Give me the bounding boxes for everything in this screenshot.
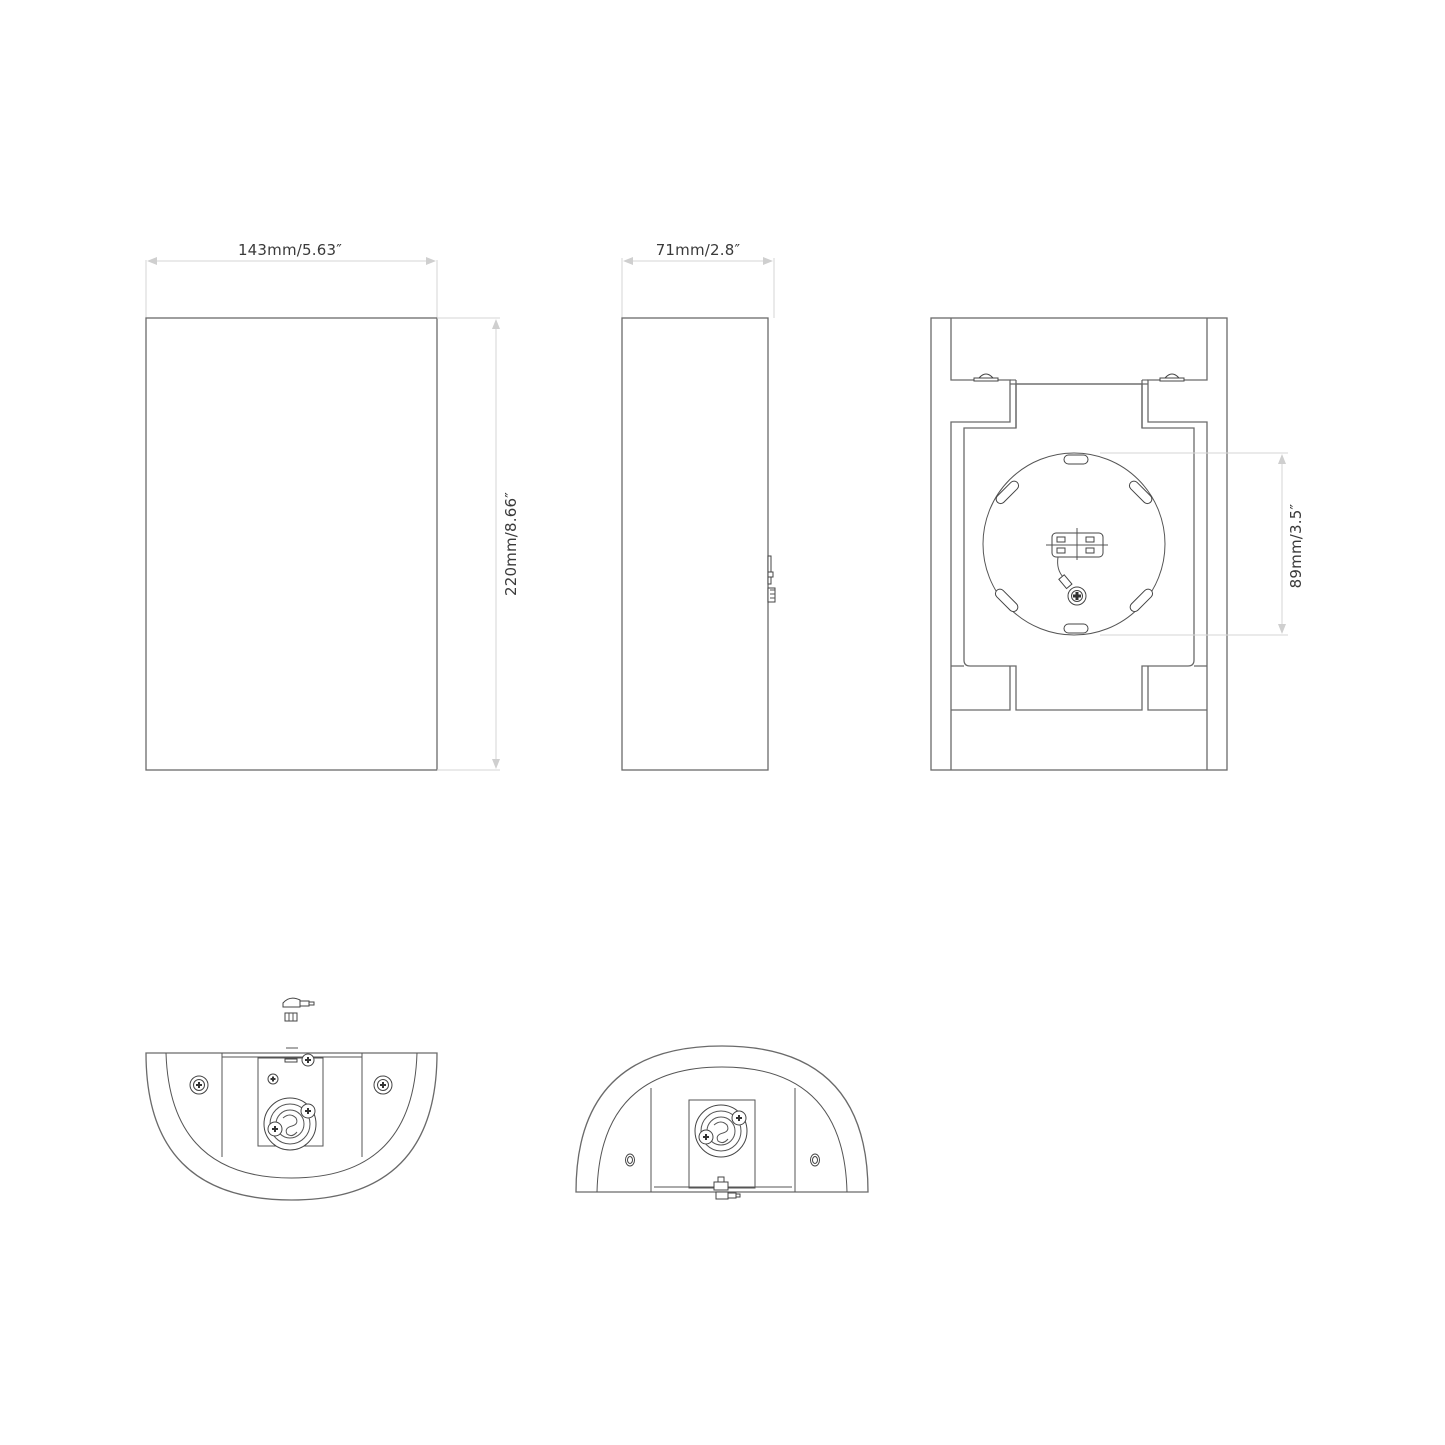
bottom-gland-screw [301, 1053, 315, 1067]
top-hole-right [810, 1153, 820, 1167]
top-cable-gland [713, 1176, 741, 1200]
front-width-dimension: 143mm/5.63″ [145, 241, 438, 318]
front-body-outline [145, 317, 438, 771]
top-hole-left [625, 1153, 635, 1167]
bottom-screw-right [373, 1075, 393, 1095]
bottom-lamp-holder [263, 1097, 317, 1151]
back-view: 89mm/3.5″ [930, 317, 1305, 771]
mounting-disc [982, 452, 1166, 636]
top-lamp-holder [694, 1104, 748, 1158]
back-mount-label: 89mm/3.5″ [1287, 503, 1305, 588]
bottom-view [145, 997, 438, 1201]
bottom-screw-left [189, 1075, 209, 1095]
bottom-bracket-screw [267, 1073, 279, 1085]
side-cable-gland [767, 555, 776, 603]
side-depth-label: 71mm/2.8″ [656, 241, 741, 259]
side-body-outline [621, 317, 769, 771]
back-top-screw-left [973, 373, 999, 382]
top-view [575, 1045, 869, 1200]
front-view: 143mm/5.63″ 220mm/8.66″ [145, 241, 520, 771]
back-mount-dimension: 89mm/3.5″ [1100, 452, 1305, 636]
bottom-loose-gland [282, 997, 315, 1022]
back-top-screw-right [1159, 373, 1185, 382]
front-height-dimension: 220mm/8.66″ [437, 317, 520, 771]
side-view: 71mm/2.8″ [621, 241, 776, 771]
front-width-label: 143mm/5.63″ [238, 241, 342, 259]
front-height-label: 220mm/8.66″ [502, 492, 520, 596]
back-body-outline [930, 317, 1228, 771]
side-depth-dimension: 71mm/2.8″ [621, 241, 775, 318]
